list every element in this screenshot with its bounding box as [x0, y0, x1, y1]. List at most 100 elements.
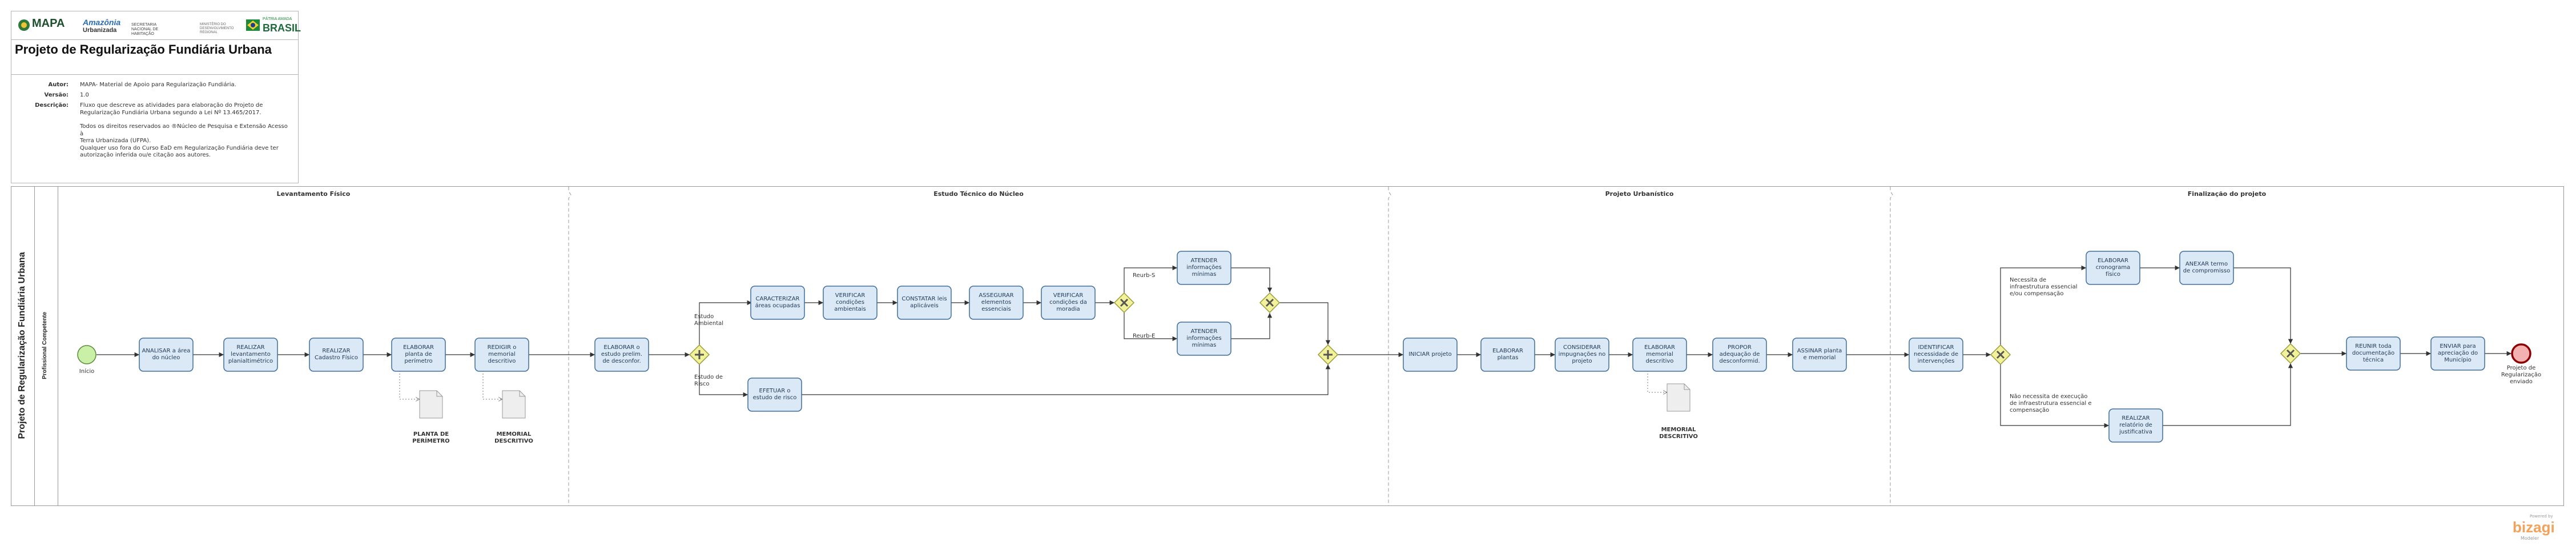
task-memorial-descritivo[interactable]: REDIGIR o memorial descritivo	[487, 344, 517, 364]
description-line: Todos os direitos reservados ao ®Núcleo …	[80, 123, 288, 137]
parallel-gateway[interactable]	[1317, 344, 1339, 366]
document-label-memorial-projeto: MEMORIAL DESCRITIVO	[1659, 427, 1698, 440]
exclusive-gateway[interactable]	[2280, 343, 2301, 364]
flow-label-estudo-risco: Estudo de Risco	[694, 374, 723, 387]
description-line: Regularização Fundiária Urbana segundo a…	[80, 109, 261, 116]
exclusive-gateway[interactable]	[1113, 292, 1135, 314]
task-estudo-risco[interactable]: EFETUAR o estudo de risco	[752, 388, 797, 401]
flow-label-estudo-ambiental: Estudo Ambiental	[694, 314, 724, 327]
task-informacoes-minimas-e[interactable]: ATENDER informações mínimas	[1186, 328, 1222, 348]
description-line: Qualquer uso fora do Curso EaD em Regula…	[80, 144, 279, 151]
task-cadastro-fisico[interactable]: REALIZAR Cadastro Físico	[314, 348, 359, 361]
exclusive-gateway[interactable]	[1990, 344, 2011, 366]
task-box[interactable]	[2108, 408, 2163, 443]
sequence-flows	[96, 265, 2511, 428]
task-box[interactable]	[1480, 338, 1535, 372]
data-association	[399, 365, 420, 399]
data-associations	[399, 365, 1667, 399]
task-identificar-intervencoes[interactable]: IDENTIFICAR necessidade de intervenções	[1914, 344, 1958, 364]
description-label: Descrição:	[35, 102, 69, 109]
task-propor-adequacao[interactable]: PROPOR adequação de desconformid.	[1719, 344, 1760, 364]
brasil-slogan-text: PÁTRIA AMADA	[263, 17, 292, 21]
description-line: Terra Urbanizada (UFPA).	[80, 138, 151, 144]
task-considerar-impugnacoes[interactable]: CONSIDERAR impugnações no projeto	[1558, 344, 1606, 364]
task-box[interactable]	[750, 286, 805, 320]
data-association	[482, 365, 502, 399]
gateways	[689, 292, 2301, 366]
title-divider	[11, 74, 298, 75]
mapa-logo-text: MAPA	[32, 17, 65, 30]
task-box[interactable]	[2086, 251, 2140, 285]
task-termo-compromisso[interactable]: ANEXAR termo de compromisso	[2183, 261, 2231, 274]
brasil-flag-icon	[246, 19, 260, 31]
task-enviar-municipio[interactable]: ENVIAR para apreciação do Município	[2437, 343, 2478, 363]
ministerio-text: MINISTÉRIO DO DESENVOLVIMENTO REGIONAL	[200, 23, 234, 34]
document-icon[interactable]	[502, 390, 526, 419]
task-box[interactable]	[2430, 336, 2485, 371]
document-label-planta: PLANTA DE PERÍMETRO	[412, 431, 450, 444]
task-box[interactable]	[1792, 338, 1847, 372]
sequence-flow	[699, 300, 752, 345]
sequence-flow	[2163, 363, 2293, 426]
phase-title: Projeto Urbanístico	[1605, 190, 1674, 198]
task-caracterizar-areas[interactable]: CARACTERIZAR áreas ocupadas	[755, 296, 800, 309]
task-reunir-documentacao[interactable]: REUNIR toda documentação técnica	[2352, 343, 2395, 363]
flow-label-reurb-e: Reurb-E	[1133, 333, 1156, 339]
task-iniciar-projeto[interactable]: INICIAR projeto	[1408, 351, 1452, 358]
task-informacoes-minimas-s[interactable]: ATENDER informações mínimas	[1186, 258, 1222, 278]
task-condicoes-ambientais[interactable]: VERIFICAR condições ambientais	[834, 292, 866, 312]
task-box[interactable]	[2179, 251, 2234, 285]
task-cronograma-fisico[interactable]: ELABORAR cronograma físico	[2095, 258, 2131, 278]
task-box[interactable]	[2346, 336, 2401, 371]
document-icon[interactable]	[419, 390, 443, 419]
task-boxes	[139, 251, 2485, 443]
task-condicoes-moradia[interactable]: VERIFICAR condições da moradia	[1049, 292, 1087, 312]
description-value: Fluxo que descreve as atividades para el…	[80, 102, 291, 159]
brasil-logo-text: BRASIL	[263, 22, 301, 34]
task-box[interactable]	[391, 338, 446, 372]
task-box[interactable]	[139, 338, 194, 372]
task-box[interactable]	[823, 286, 878, 320]
start-event[interactable]	[77, 345, 96, 364]
document-icon[interactable]	[1667, 383, 1690, 412]
task-levantamento-planialtimetrico[interactable]: REALIZAR levantamento planialtimétrico	[228, 344, 273, 364]
task-box[interactable]	[1632, 338, 1687, 372]
task-leis-aplicaveis[interactable]: CONSTATAR leis aplicáveis	[901, 296, 947, 309]
task-box[interactable]	[1403, 338, 1458, 372]
task-elaborar-plantas[interactable]: ELABORAR plantas	[1492, 348, 1523, 361]
phase-separators	[568, 187, 1893, 505]
sequence-flow	[1124, 312, 1177, 342]
author-value: MAPA- Material de Apoio para Regularizaç…	[80, 82, 236, 88]
task-box[interactable]	[474, 338, 529, 372]
parallel-gateway[interactable]	[689, 344, 710, 366]
task-box[interactable]	[1555, 338, 1609, 372]
pool-header: Projeto de Regularização Fundiária Urban…	[11, 187, 35, 505]
exclusive-gateway[interactable]	[1259, 292, 1281, 314]
task-box[interactable]	[897, 286, 952, 320]
process-pool: Projeto de Regularização Fundiária Urban…	[11, 186, 2564, 506]
task-planta-perimetro[interactable]: ELABORAR planta de perímetro	[403, 344, 434, 364]
sequence-flow	[1279, 302, 1331, 345]
task-box[interactable]	[1909, 338, 1963, 372]
sequence-flow	[1231, 313, 1273, 339]
task-assinar-planta[interactable]: ASSINAR planta e memorial	[1797, 348, 1842, 361]
task-box[interactable]	[1712, 338, 1767, 372]
task-box[interactable]	[747, 378, 802, 412]
task-box[interactable]	[1041, 286, 1096, 320]
task-memorial-descritivo-projeto[interactable]: ELABORAR memorial descritivo	[1644, 344, 1675, 364]
task-box[interactable]	[1177, 322, 1231, 356]
task-box[interactable]	[1177, 251, 1231, 285]
task-box[interactable]	[223, 338, 278, 372]
flow-label-nao-necessita: Não necessita de execução de infraestrut…	[2010, 394, 2092, 414]
task-relatorio-justificativa[interactable]: REALIZAR relatório de justificativa	[2119, 415, 2152, 435]
end-event[interactable]	[2511, 343, 2531, 364]
task-box[interactable]	[594, 338, 649, 372]
task-analisar-area[interactable]: ANALISAR a área do núcleo	[142, 348, 191, 361]
version-label: Versão:	[44, 92, 69, 98]
description-line: autorização inferida ou/e citação aos au…	[80, 152, 211, 158]
phase-separator	[1388, 187, 1391, 505]
task-elementos-essenciais[interactable]: ASSEGURAR elementos essenciais	[979, 292, 1014, 312]
task-estudo-preliminar[interactable]: ELABORAR o estudo prelim. de desconfor.	[601, 344, 643, 364]
task-box[interactable]	[309, 338, 364, 372]
task-box[interactable]	[969, 286, 1024, 320]
